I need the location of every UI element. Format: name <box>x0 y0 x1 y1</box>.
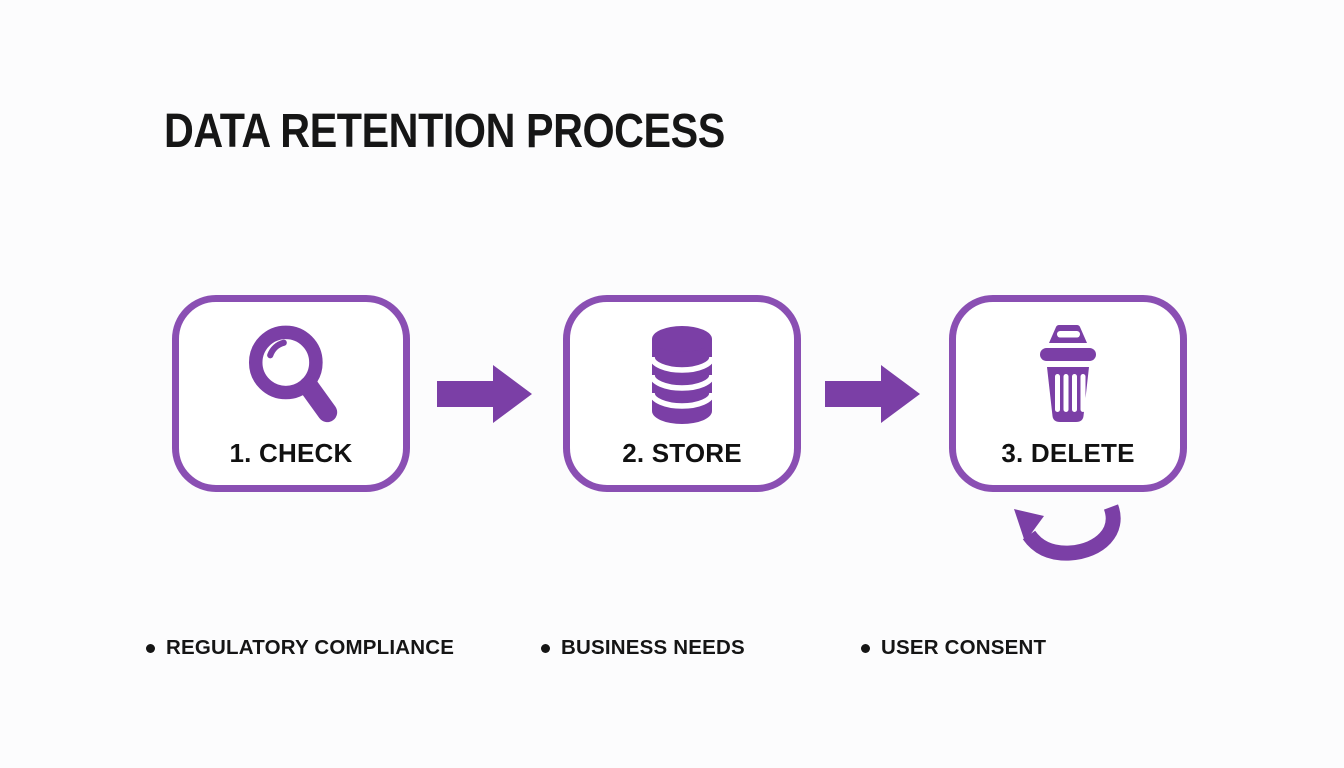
bullet-dot-icon <box>146 643 155 653</box>
database-icon <box>570 322 794 428</box>
step-label-store: 2. STORE <box>622 438 742 468</box>
right-arrow-icon <box>825 365 920 423</box>
note-business-needs: BUSINESS NEEDS <box>541 636 745 660</box>
trash-bin-icon <box>956 322 1180 428</box>
bullet-dot-icon <box>861 643 870 653</box>
bullet-dot-icon <box>541 643 550 653</box>
note-label: USER CONSENT <box>881 636 1047 659</box>
step-label-delete: 3. DELETE <box>1001 438 1135 468</box>
page-title: DATA RETENTION PROCESS <box>164 105 725 158</box>
note-label: REGULATORY COMPLIANCE <box>166 636 455 659</box>
step-box-check: 1. CHECK <box>172 295 410 492</box>
note-regulatory-compliance: REGULATORY COMPLIANCE <box>146 636 454 660</box>
curved-loop-arrow-icon <box>1008 501 1123 561</box>
note-user-consent: USER CONSENT <box>861 636 1046 660</box>
step-label-check: 1. CHECK <box>229 438 353 468</box>
magnifier-icon <box>179 322 403 432</box>
step-box-store: 2. STORE <box>563 295 801 492</box>
right-arrow-icon <box>437 365 532 423</box>
note-label: BUSINESS NEEDS <box>561 636 745 659</box>
step-box-delete: 3. DELETE <box>949 295 1187 492</box>
